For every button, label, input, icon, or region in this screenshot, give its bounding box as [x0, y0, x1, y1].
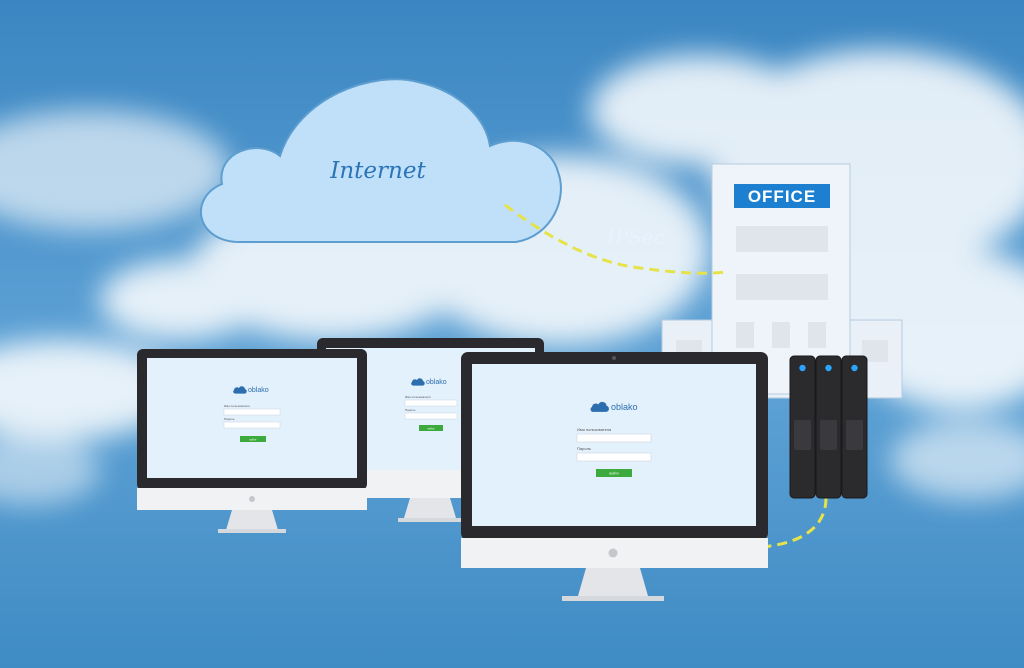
brand-label: oblako [611, 402, 638, 412]
password-label: Пароль [405, 408, 416, 412]
login-button-label: войти [250, 439, 257, 442]
office-window [736, 274, 828, 300]
monitor-stand [404, 498, 456, 518]
password-input[interactable] [576, 452, 652, 462]
server-bay [846, 420, 863, 450]
monitor-stand [578, 568, 648, 596]
username-input[interactable] [576, 433, 652, 443]
internet-cloud-shape [199, 78, 562, 243]
server-led [851, 364, 858, 372]
ipsec-link [504, 203, 727, 275]
camera-dot [612, 356, 616, 360]
username-label: Имя пользователя [224, 404, 250, 408]
office-window [772, 322, 790, 348]
office-sign [734, 184, 830, 208]
username-label: Имя пользователя [577, 427, 611, 432]
oblako-logo-icon [590, 401, 609, 412]
server-bay [794, 420, 811, 450]
login-button[interactable] [596, 469, 632, 477]
monitor-front: oblako Имя пользователя Пароль войти [461, 352, 768, 601]
server-rack [789, 355, 868, 499]
office-window [736, 322, 754, 348]
internet-label: Internet [329, 158, 426, 184]
login-button-label: войти [609, 472, 618, 476]
login-button[interactable] [419, 425, 443, 431]
ipsec-label: IPSec [606, 225, 665, 249]
username-input[interactable] [223, 408, 281, 416]
password-input[interactable] [404, 412, 458, 420]
oblako-logo-icon [411, 378, 425, 386]
monitor-stand [226, 510, 278, 530]
password-input[interactable] [223, 421, 281, 429]
brand-label: oblako [248, 387, 269, 394]
monitor-foot [218, 529, 286, 533]
office-window [808, 322, 826, 348]
brand-label: oblako [426, 379, 447, 386]
server-led [799, 364, 806, 372]
login-form: oblako Имя пользователя Пароль войти [223, 386, 281, 442]
server-led [825, 364, 832, 372]
login-form: oblako Имя пользователя Пароль войти [576, 401, 652, 477]
monitor-left: oblako Имя пользователя Пароль войти [137, 349, 367, 533]
password-label: Пароль [577, 446, 591, 451]
login-button[interactable] [240, 436, 266, 442]
monitor-screen [472, 364, 756, 526]
office-window [736, 226, 828, 252]
oblako-logo-icon [233, 386, 247, 394]
monitor-foot [562, 596, 664, 601]
username-input[interactable] [404, 399, 458, 407]
login-form: oblako Имя пользователя Пароль войти [404, 378, 458, 431]
office-label: OFFICE [748, 187, 816, 206]
login-button-label: войти [428, 428, 435, 431]
internet-cloud: Internet [199, 78, 562, 243]
monitor-screen [147, 358, 357, 478]
office-window [862, 340, 888, 362]
username-label: Имя пользователя [405, 395, 431, 399]
monitor-foot [398, 518, 462, 522]
monitor-power-dot [608, 548, 618, 558]
monitor-power-dot [249, 496, 255, 502]
server-bay [820, 420, 837, 450]
password-label: Пароль [224, 417, 235, 421]
